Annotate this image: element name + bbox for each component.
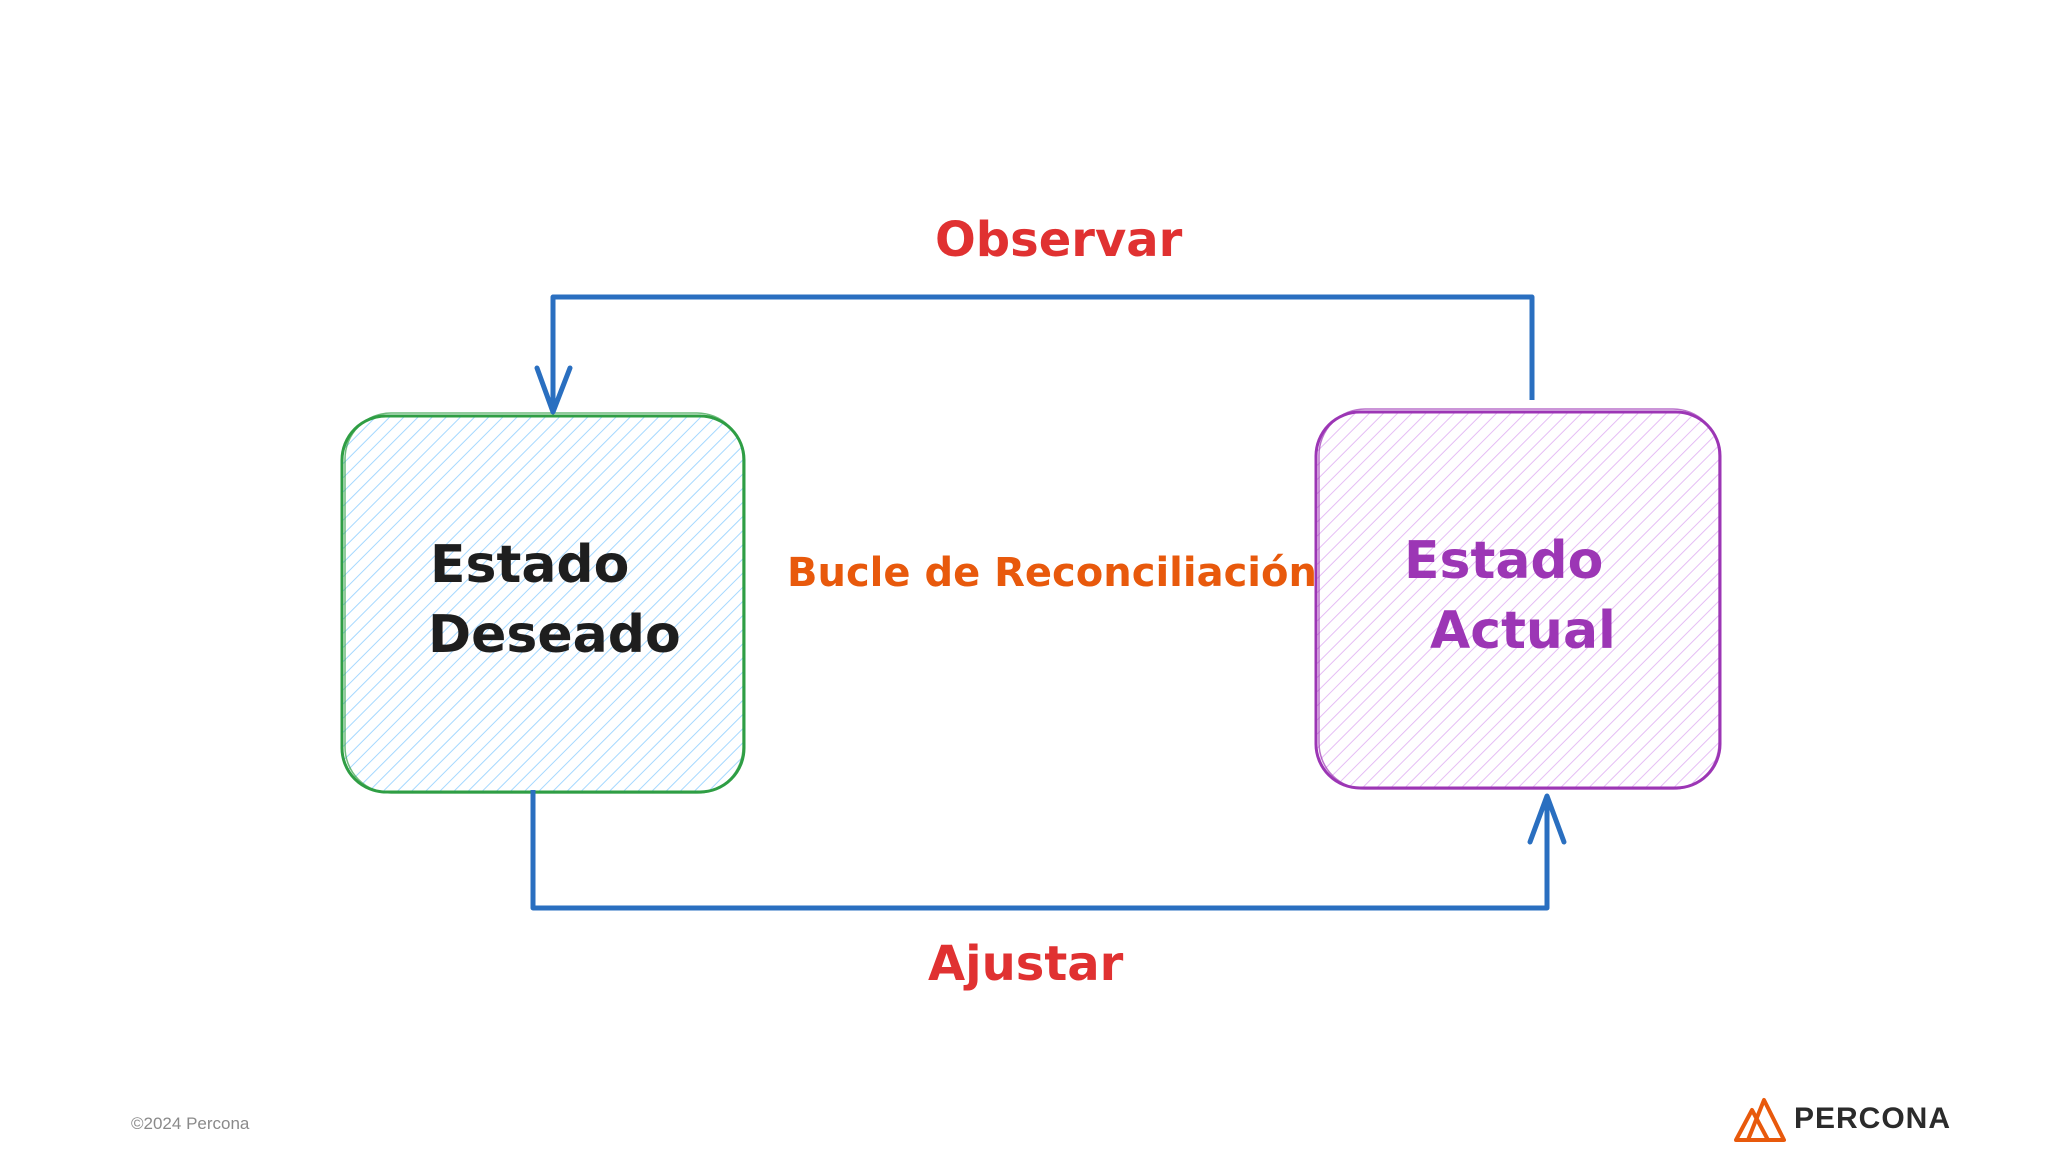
reconciliation-loop-label: Bucle de Reconciliación bbox=[787, 550, 1317, 596]
desired-state-box bbox=[340, 414, 746, 794]
desired-state-node: Estado Deseado bbox=[340, 412, 746, 794]
adjust-arrowhead-icon bbox=[1527, 793, 1567, 845]
observe-arrow bbox=[534, 294, 1535, 415]
brand-logo: PERCONA bbox=[1734, 1096, 1951, 1142]
observe-label: Observar bbox=[935, 212, 1183, 268]
percona-logo-icon bbox=[1734, 1098, 1786, 1142]
actual-state-box-sketch bbox=[1318, 408, 1720, 790]
brand-name: PERCONA bbox=[1794, 1102, 1952, 1135]
desired-state-label-line2: Deseado bbox=[428, 605, 681, 665]
actual-state-node: Estado Actual bbox=[1314, 408, 1722, 790]
desired-state-box-sketch bbox=[344, 412, 744, 794]
observe-arrowhead-icon bbox=[534, 365, 573, 415]
actual-state-label-line1: Estado bbox=[1404, 531, 1603, 591]
adjust-label: Ajustar bbox=[928, 936, 1124, 992]
adjust-arrow bbox=[530, 790, 1567, 911]
desired-state-label-line1: Estado bbox=[430, 535, 629, 595]
actual-state-box bbox=[1314, 410, 1722, 790]
footer-copyright: ©2024 Percona bbox=[131, 1114, 250, 1133]
actual-state-label-line2: Actual bbox=[1430, 601, 1616, 661]
